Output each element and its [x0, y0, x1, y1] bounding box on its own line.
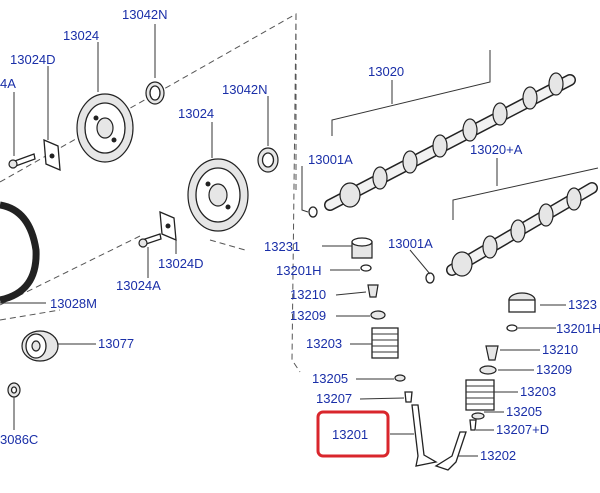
label-13077: 13077 — [98, 336, 134, 351]
oil-seal-middle — [257, 147, 279, 173]
label-13024a-mid: 13024A — [116, 278, 161, 293]
label-13202: 13202 — [480, 448, 516, 463]
valve-stack-left — [351, 237, 438, 467]
timing-belt-13028m — [0, 201, 40, 304]
label-13201-highlighted: 13201 — [332, 427, 368, 442]
label-13209-right: 13209 — [536, 362, 572, 377]
camshaft-13020-upper — [324, 72, 576, 211]
label-13207d: 13207+D — [496, 422, 549, 437]
label-13201h-left: 13201H — [276, 263, 322, 278]
label-13203-left: 13203 — [306, 336, 342, 351]
label-13001a-upper: 13001A — [308, 152, 353, 167]
label-13231-right: 1323 — [568, 297, 597, 312]
tensioner-pulley-13077 — [21, 330, 59, 362]
camshaft-13020a-lower — [446, 182, 598, 277]
label-13209-left: 13209 — [290, 308, 326, 323]
label-13207-left: 13207 — [316, 391, 352, 406]
assembly-boundary — [0, 13, 301, 373]
label-13042n-top: 13042N — [122, 7, 168, 22]
label-13020: 13020 — [368, 64, 404, 79]
label-13024-top: 13024 — [63, 28, 99, 43]
camshaft-sprocket-middle — [187, 158, 249, 232]
valve-13201 — [411, 404, 438, 467]
oil-seal-top — [145, 81, 165, 105]
label-13020a: 13020+A — [470, 142, 523, 157]
label-13001a-lower: 13001A — [388, 236, 433, 251]
plate-13024d-top — [8, 138, 61, 172]
o-ring-upper — [308, 206, 318, 218]
valve-13202 — [434, 431, 467, 471]
washer-13086c — [7, 382, 21, 398]
label-13024d-top: 13024D — [10, 52, 56, 67]
label-13210-right: 13210 — [542, 342, 578, 357]
label-13231-left: 13231 — [264, 239, 300, 254]
label-13205-right: 13205 — [506, 404, 542, 419]
label-13201h-right: 13201H — [556, 321, 600, 336]
valve-stack-right — [434, 292, 536, 471]
label-13205-left: 13205 — [312, 371, 348, 386]
label-13028m: 13028M — [50, 296, 97, 311]
label-13024-mid: 13024 — [178, 106, 214, 121]
label-13203-right: 13203 — [520, 384, 556, 399]
label-13210-left: 13210 — [290, 287, 326, 302]
label-13086c: 3086C — [0, 432, 38, 447]
camshaft-sprocket-top — [76, 93, 134, 163]
part-labels: 13042N 13024 13024D 4A 13042N 13024 1302… — [0, 7, 600, 463]
label-13024d-mid: 13024D — [158, 256, 204, 271]
highlight-box-13201 — [316, 410, 390, 458]
leader-lines — [0, 24, 599, 457]
label-13024a-top: 4A — [0, 76, 16, 91]
o-ring-lower — [425, 272, 435, 284]
label-13042n-mid: 13042N — [222, 82, 268, 97]
plate-13024d-middle — [138, 210, 177, 248]
